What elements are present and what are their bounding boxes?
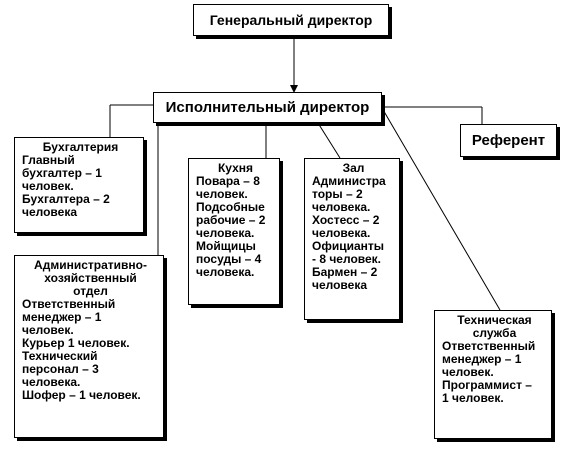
hall-line: торы – 2 xyxy=(312,187,363,201)
tech-line: Программист – xyxy=(442,378,532,392)
accounting-line: Главный xyxy=(22,153,75,167)
exec-director-box: Исполнительный директор xyxy=(153,92,382,123)
director-box: Генеральный директор xyxy=(193,4,389,36)
kitchen-line: рабочие – 2 xyxy=(196,213,266,227)
tech-line: человек. xyxy=(442,365,494,379)
referent-box: Референт xyxy=(460,124,557,157)
tech-title: служба xyxy=(472,326,517,340)
to-tech xyxy=(381,107,501,311)
accounting-title: Бухгалтерия xyxy=(42,140,119,154)
admin-title: хозяйственный xyxy=(44,271,137,285)
hall-title: Зал xyxy=(342,161,365,175)
admin-line: Курьер 1 человек. xyxy=(22,336,130,350)
accounting-line: человек. xyxy=(22,179,74,193)
admin-line: персонал – 3 xyxy=(22,362,99,376)
accounting-line: Бухгалтера – 2 xyxy=(22,192,110,206)
accounting-box: Бухгалтерия Главный бухгалтер – 1 челове… xyxy=(14,137,144,233)
kitchen-line: Повара – 8 xyxy=(196,174,260,188)
accounting-line: бухгалтер – 1 xyxy=(22,166,102,180)
accounting-line: человека xyxy=(22,205,78,219)
referent-label: Референт xyxy=(471,132,546,149)
kitchen-line: Подсобные xyxy=(196,200,265,214)
tech-line: Ответственный xyxy=(442,339,536,353)
admin-box: Административно- хозяйственный отдел Отв… xyxy=(14,255,164,438)
admin-line: человек. xyxy=(22,323,74,337)
admin-line: менеджер – 1 xyxy=(22,310,102,324)
hall-line: - 8 человек. xyxy=(312,252,382,266)
hall-line: человека. xyxy=(312,226,371,240)
admin-line: Технический xyxy=(22,349,98,363)
tech-line: 1 человек. xyxy=(442,391,504,405)
kitchen-line: человека. xyxy=(196,265,255,279)
director-label: Генеральный директор xyxy=(209,11,373,28)
kitchen-line: посуды – 4 xyxy=(196,252,262,266)
admin-line: Шофер – 1 человек. xyxy=(22,388,141,402)
tech-box: Техническая служба Ответственный менедже… xyxy=(434,310,552,439)
hall-line: человека xyxy=(312,278,368,292)
kitchen-line: Мойщицы xyxy=(196,239,256,253)
kitchen-box: Кухня Повара – 8 человек. Подсобные рабо… xyxy=(188,158,280,305)
hall-line: Администра xyxy=(312,174,386,188)
kitchen-title: Кухня xyxy=(217,161,254,175)
admin-line: человека. xyxy=(22,375,81,389)
hall-line: Официанты xyxy=(312,239,385,253)
kitchen-line: человека. xyxy=(196,226,255,240)
hall-box: Зал Администра торы – 2 человека. Хостес… xyxy=(304,158,400,320)
kitchen-line: человек. xyxy=(196,187,248,201)
exec-director-label: Исполнительный директор xyxy=(165,99,370,116)
admin-title: Административно- xyxy=(34,258,147,272)
tech-title: Техническая xyxy=(457,313,532,327)
admin-title: отдел xyxy=(73,284,108,298)
hall-line: Хостесс – 2 xyxy=(312,213,380,227)
hall-line: человека. xyxy=(312,200,371,214)
hall-line: Бармен – 2 xyxy=(312,265,378,279)
to-hall xyxy=(317,122,341,159)
tech-line: менеджер – 1 xyxy=(442,352,522,366)
admin-line: Ответственный xyxy=(22,297,116,311)
